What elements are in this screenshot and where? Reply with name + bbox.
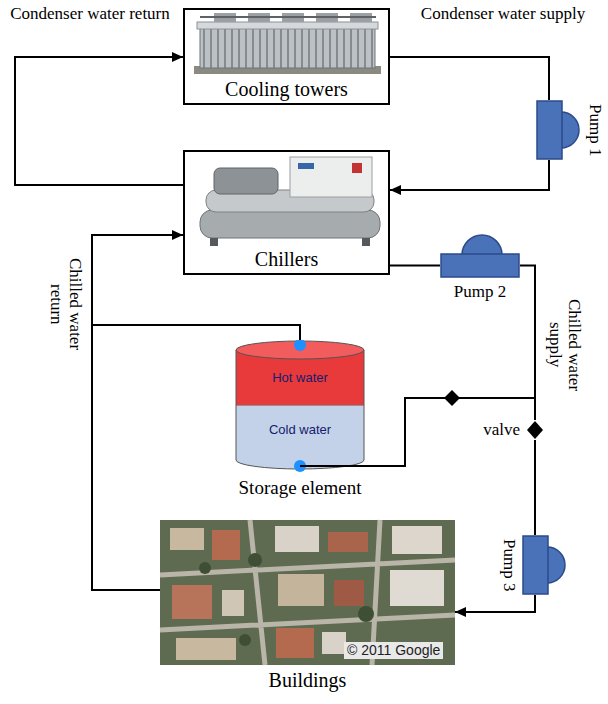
chiller-compressor bbox=[214, 168, 278, 194]
chiller-leg bbox=[362, 238, 370, 246]
tower-louvers bbox=[200, 28, 375, 68]
pipe-connector bbox=[535, 440, 536, 535]
equipment-label: Chillers bbox=[255, 248, 318, 271]
pipe-connector bbox=[520, 266, 535, 421]
pipe-label: Chilled water supply bbox=[545, 290, 584, 400]
pump-label: Pump 3 bbox=[499, 539, 519, 591]
valve-shape bbox=[527, 421, 543, 439]
chiller-panel bbox=[290, 157, 372, 197]
aerial-building bbox=[212, 530, 240, 560]
tank-port bbox=[294, 340, 306, 351]
tank-caption: Storage element bbox=[239, 477, 362, 499]
aerial-building bbox=[390, 570, 444, 606]
chiller-logo bbox=[298, 163, 314, 169]
pump: Pump 1 bbox=[536, 100, 605, 160]
equipment-box: Cooling towers bbox=[183, 8, 390, 105]
tower-deck bbox=[197, 22, 378, 29]
pump-label: Pump 2 bbox=[454, 282, 506, 302]
pipe-line bbox=[534, 440, 536, 535]
valve-label: valve bbox=[483, 420, 520, 440]
pipe-line bbox=[390, 265, 440, 267]
pipe-connector bbox=[15, 52, 183, 185]
pipe-label: Condenser water supply bbox=[404, 4, 602, 24]
chiller-shell bbox=[200, 210, 380, 238]
aerial-building bbox=[328, 532, 368, 552]
storage-tank: Storage element Hot waterCold water bbox=[235, 340, 365, 499]
chiller-leg bbox=[210, 238, 218, 246]
pipe-connector bbox=[390, 160, 549, 195]
tank-side bbox=[236, 350, 237, 405]
equipment-box: Chillers bbox=[183, 150, 390, 275]
cooling-tower-picture bbox=[194, 13, 381, 74]
aerial-ground bbox=[160, 520, 455, 665]
pump-label: Pump 1 bbox=[585, 104, 605, 156]
tank-body bbox=[236, 340, 364, 472]
pump-icon bbox=[440, 232, 520, 278]
chiller-picture bbox=[200, 157, 380, 246]
tower-pipe bbox=[200, 16, 376, 18]
pump-icon bbox=[536, 100, 582, 160]
tank-zone-label: Cold water bbox=[269, 422, 331, 438]
pump-dome bbox=[462, 235, 502, 255]
aerial-tree bbox=[358, 606, 374, 622]
tank-outline bbox=[235, 340, 365, 472]
chiller-badge bbox=[352, 163, 362, 173]
watermark: © 2011 Google bbox=[344, 642, 443, 659]
pump-body bbox=[523, 536, 548, 594]
aerial-building bbox=[322, 632, 346, 654]
cold-water-region bbox=[236, 405, 364, 469]
pipe-line bbox=[15, 57, 183, 185]
equipment-label: Cooling towers bbox=[225, 78, 348, 101]
pipe-label: Chilled water return bbox=[46, 248, 85, 360]
buildings-area: Buildings bbox=[160, 520, 455, 692]
tank-outlet bbox=[300, 465, 365, 467]
pipe-line bbox=[455, 595, 535, 612]
pipe-connector bbox=[455, 595, 535, 617]
pipe-connector bbox=[92, 230, 183, 590]
arrow-head bbox=[172, 52, 183, 62]
aerial-building bbox=[170, 528, 204, 550]
pump: Pump 2 bbox=[440, 232, 520, 302]
pump-dome bbox=[547, 547, 565, 583]
pipe-line bbox=[520, 266, 535, 421]
tank-zone-label: Hot water bbox=[272, 370, 328, 386]
area-caption: Buildings bbox=[269, 669, 347, 692]
aerial-building bbox=[172, 585, 212, 619]
aerial-road bbox=[160, 520, 455, 665]
arrow-head bbox=[390, 185, 401, 195]
aerial-building bbox=[278, 574, 324, 606]
pipe-line bbox=[92, 235, 183, 590]
aerial-tree bbox=[248, 553, 262, 567]
aerial-building bbox=[392, 526, 442, 554]
arrow-head bbox=[455, 607, 466, 617]
pump-icon bbox=[522, 535, 568, 595]
aerial-tree bbox=[239, 634, 251, 646]
pipe-connector bbox=[365, 398, 535, 466]
pipe-connector bbox=[390, 57, 549, 100]
pump: Pump 3 bbox=[499, 535, 568, 595]
aerial-building bbox=[276, 628, 314, 658]
pump-body bbox=[537, 101, 562, 159]
pump-dome bbox=[561, 112, 579, 148]
buildings-photo bbox=[160, 520, 455, 665]
valve-diamond bbox=[526, 420, 544, 440]
pipe-line bbox=[390, 57, 549, 100]
pipe-line bbox=[390, 160, 549, 190]
pipe-connector bbox=[390, 265, 440, 266]
aerial-tree bbox=[199, 562, 211, 574]
pipe-label: Condenser water return bbox=[6, 4, 174, 24]
pump-body bbox=[441, 254, 519, 277]
pipe-line bbox=[365, 398, 535, 466]
aerial-building bbox=[222, 590, 244, 616]
tank-side bbox=[364, 350, 365, 405]
valve: valve bbox=[483, 420, 544, 440]
aerial-building bbox=[275, 526, 319, 552]
aerial-building bbox=[176, 638, 236, 660]
aerial-building bbox=[334, 580, 364, 606]
